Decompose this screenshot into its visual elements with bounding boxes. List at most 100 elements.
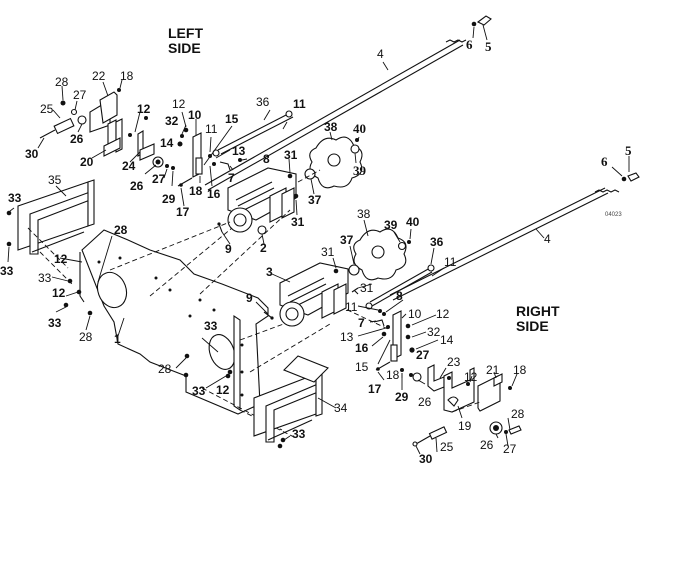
callout-28: 28	[158, 362, 172, 376]
hydraulic-pump-right	[263, 262, 359, 327]
callout-14: 14	[160, 136, 174, 150]
callout-12: 12	[137, 102, 151, 116]
callout-12: 12	[216, 383, 230, 397]
callout-12: 12	[464, 370, 478, 384]
callout-18: 18	[513, 363, 527, 377]
callout-15: 15	[225, 112, 239, 126]
right-lever-plate-assembly	[373, 309, 415, 372]
callout-26: 26	[418, 395, 432, 409]
callout-28: 28	[511, 407, 525, 421]
cooling-fan-left	[297, 131, 363, 195]
callout-34: 34	[334, 401, 348, 415]
callout-39: 39	[353, 163, 367, 178]
callout-6: 6	[466, 37, 473, 52]
callout-21: 21	[486, 363, 500, 377]
callout-26: 26	[130, 179, 144, 193]
callout-8: 8	[396, 289, 403, 303]
callout-27: 27	[503, 442, 517, 456]
callout-33: 33	[192, 384, 206, 398]
callout-labels: 4 6 5 6 5 4 28 22 18 27 25 26 30 12 20 2…	[0, 37, 632, 466]
frame-plate	[79, 229, 269, 415]
callout-20: 20	[80, 155, 94, 169]
callout-29: 29	[162, 192, 176, 206]
callout-2: 2	[260, 241, 267, 255]
callout-5: 5	[625, 143, 632, 158]
callout-38: 38	[357, 207, 371, 221]
callout-26: 26	[480, 438, 494, 452]
left-lever-leaders	[178, 109, 288, 207]
left-side-title-line2: SIDE	[168, 40, 201, 56]
callout-30: 30	[419, 452, 433, 466]
hydraulic-pump-left	[217, 167, 299, 235]
callout-19: 19	[458, 419, 472, 433]
callout-33: 33	[0, 264, 14, 278]
callout-10: 10	[188, 108, 202, 122]
callout-12: 12	[436, 307, 450, 321]
callout-11: 11	[345, 300, 358, 314]
callout-11: 11	[293, 97, 306, 111]
callout-13: 13	[232, 144, 246, 158]
callout-16: 16	[207, 187, 221, 201]
callout-33: 33	[38, 271, 52, 285]
callout-15: 15	[355, 360, 369, 374]
callout-32: 32	[427, 325, 441, 339]
callout-40: 40	[406, 215, 420, 229]
callout-29: 29	[395, 390, 409, 404]
callout-36: 36	[256, 95, 270, 109]
callout-33: 33	[8, 191, 22, 205]
callout-33: 33	[292, 427, 306, 441]
callout-6: 6	[601, 154, 608, 169]
callout-31: 31	[321, 245, 335, 259]
callout-36: 36	[430, 235, 444, 249]
callout-11: 11	[444, 255, 457, 269]
side-shield-right	[253, 355, 337, 449]
left-side-title: LEFT SIDE	[168, 25, 203, 56]
right-cluster-leaders	[415, 367, 518, 455]
callout-10: 10	[408, 307, 422, 321]
callout-31: 31	[291, 215, 305, 229]
frame-plate-hardware	[51, 235, 233, 389]
callout-12: 12	[172, 97, 186, 111]
side-shield-left	[6, 179, 95, 263]
callout-1: 1	[114, 332, 121, 346]
callout-18: 18	[120, 69, 134, 83]
callout-24: 24	[122, 159, 136, 173]
callout-25: 25	[440, 440, 454, 454]
right-side-title-line1: RIGHT	[516, 303, 560, 319]
callout-18: 18	[189, 184, 203, 198]
callout-17: 17	[176, 205, 190, 219]
callout-33: 33	[204, 319, 218, 333]
left-side-title-line1: LEFT	[168, 25, 203, 41]
callout-26: 26	[70, 132, 84, 146]
callout-27: 27	[73, 88, 87, 102]
callout-9: 9	[246, 291, 253, 305]
callout-4: 4	[377, 47, 384, 61]
callout-32: 32	[165, 114, 179, 128]
left-pump-leaders	[221, 158, 298, 245]
right-side-title: RIGHT SIDE	[516, 303, 560, 334]
control-rod-upper	[204, 15, 492, 191]
callout-39: 39	[384, 218, 398, 232]
callout-23: 23	[447, 355, 461, 369]
callout-27: 27	[416, 348, 430, 362]
callout-12: 12	[52, 286, 66, 300]
callout-3: 3	[266, 265, 273, 279]
callout-40: 40	[353, 121, 366, 136]
control-rod-lower	[389, 156, 640, 301]
callout-7: 7	[358, 316, 365, 330]
callout-28: 28	[55, 75, 69, 89]
callout-12: 12	[54, 252, 68, 266]
callout-30: 30	[25, 147, 39, 161]
callout-5: 5	[485, 39, 492, 54]
left-cluster-leaders	[37, 79, 174, 187]
callout-14: 14	[440, 333, 454, 347]
callout-38: 38	[324, 120, 338, 134]
callout-8: 8	[263, 152, 270, 166]
callout-7: 7	[228, 171, 235, 185]
callout-13: 13	[340, 330, 354, 344]
callout-28: 28	[114, 223, 128, 237]
callout-18: 18	[386, 368, 400, 382]
left-lever-bracket-assembly	[39, 88, 175, 170]
callout-31: 31	[284, 148, 298, 162]
